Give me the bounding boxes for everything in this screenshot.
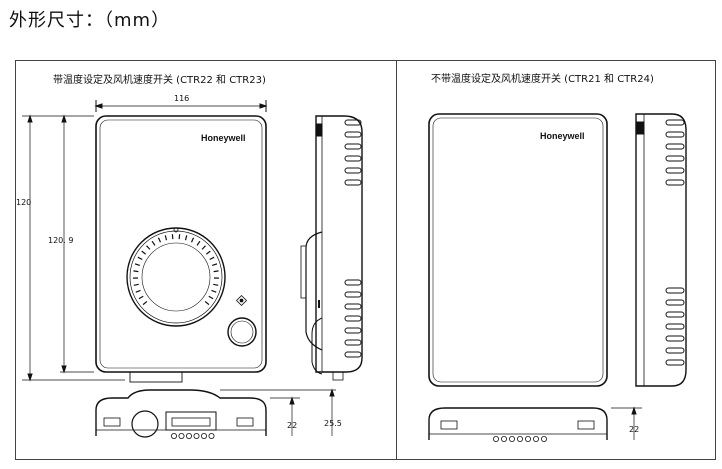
fan-speed-button — [227, 317, 257, 347]
height-outer-dimension: 120 — [16, 198, 32, 207]
front-view-left — [95, 115, 267, 373]
left-caption: 带温度设定及风机速度开关 (CTR22 和 CTR23) — [53, 75, 266, 86]
depth-dimension-right: 22 — [629, 425, 640, 434]
left-diagram-frame — [15, 60, 397, 460]
height-inner-dimension: 120. 9 — [48, 236, 74, 245]
side-view-left — [300, 115, 363, 381]
temperature-dial — [126, 227, 226, 327]
bottom-view-left — [95, 389, 267, 439]
width-dimension: 116 — [174, 94, 190, 103]
brand-logo-right: Honeywell — [540, 131, 585, 141]
right-caption: 不带温度设定及风机速度开关 (CTR21 和 CTR24) — [431, 74, 654, 85]
brand-logo-left: Honeywell — [201, 133, 246, 143]
depth-dimension-left: 22 — [287, 421, 298, 430]
right-diagram-frame — [397, 60, 716, 460]
bottom-view-right — [428, 407, 608, 442]
depth-knob-dimension: 25.5 — [324, 419, 342, 428]
indicator-led — [235, 294, 248, 307]
side-view-right — [635, 113, 687, 387]
page-title: 外形尺寸：（mm） — [9, 10, 171, 31]
front-view-right — [428, 113, 608, 387]
